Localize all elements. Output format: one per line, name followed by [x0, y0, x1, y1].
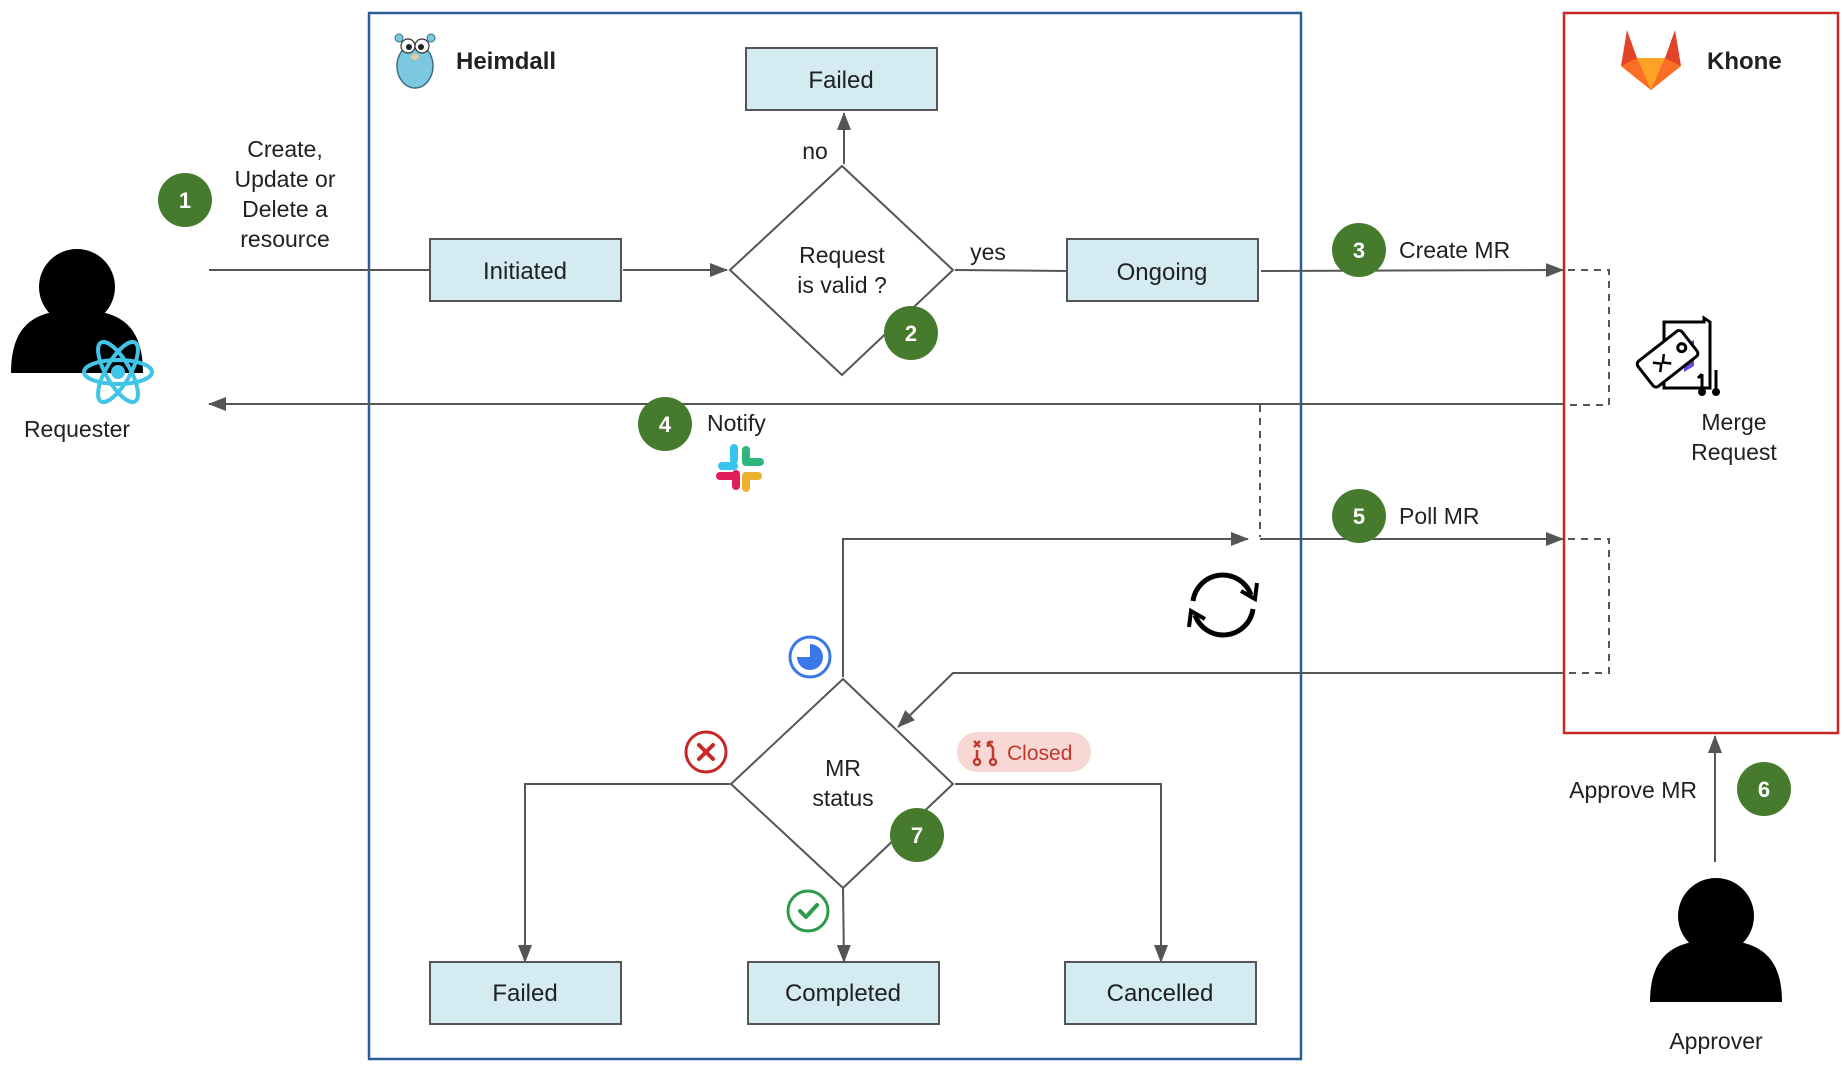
- person-react-icon: [11, 249, 154, 405]
- approve-mr-label: Approve MR: [1569, 777, 1697, 803]
- x-circle-icon: [684, 730, 728, 774]
- step-6-badge: 6: [1737, 762, 1791, 816]
- status-to-cancelled-arrow: [955, 783, 1168, 963]
- heimdall-title: Heimdall: [456, 48, 556, 75]
- create-mr-arrow: [1260, 263, 1564, 278]
- initiated-label: Initiated: [483, 258, 567, 285]
- step-1-label-line-2: Update or: [234, 166, 335, 192]
- yes-label: yes: [970, 239, 1006, 265]
- status-to-completed-arrow: [836, 887, 851, 963]
- approver-label: Approver: [1669, 1028, 1763, 1054]
- cancelled-box: Cancelled: [1064, 961, 1257, 1025]
- mr-status-line-1: MR: [825, 755, 861, 781]
- step-4-badge: 4: [638, 397, 692, 451]
- gitlab-icon: [1621, 30, 1681, 90]
- poll-mr-label: Poll MR: [1399, 503, 1480, 529]
- create-mr-label: Create MR: [1399, 237, 1510, 263]
- completed-label: Completed: [785, 980, 901, 1007]
- cancelled-label: Cancelled: [1107, 980, 1214, 1007]
- decision-to-ongoing-line: [954, 269, 1069, 272]
- merge-request-line-1: Merge: [1701, 409, 1766, 435]
- step-5-badge: 5: [1332, 489, 1386, 543]
- step-3-badge: 3: [1332, 223, 1386, 277]
- no-label: no: [802, 138, 828, 164]
- decision-valid-line-2: is valid ?: [797, 272, 886, 298]
- failed-top-label: Failed: [808, 67, 873, 94]
- step-1-label-line-3: Delete a: [242, 196, 328, 222]
- person-icon: [1650, 878, 1782, 1002]
- initiated-box: Initiated: [429, 238, 622, 302]
- heimdall-container: [367, 11, 1303, 1061]
- closed-status-badge: Closed: [957, 732, 1091, 772]
- refresh-cycle-icon: [1187, 572, 1259, 638]
- mr-dashed-connector-bottom: [1568, 538, 1610, 674]
- closed-label: Closed: [1007, 742, 1072, 765]
- failed-bottom-box: Failed: [429, 961, 622, 1025]
- svg-text:4: 4: [659, 412, 672, 437]
- failed-top-box: Failed: [745, 47, 938, 111]
- gopher-icon: [394, 33, 436, 89]
- step-1-label-line-1: Create,: [247, 136, 322, 162]
- merge-closed-icon: [972, 740, 998, 767]
- mr-status-line-2: status: [812, 785, 873, 811]
- khone-title: Khone: [1707, 48, 1782, 75]
- ongoing-label: Ongoing: [1117, 259, 1208, 286]
- step-2-badge: 2: [884, 306, 938, 360]
- status-to-poll-arrow: [842, 532, 1249, 677]
- svg-text:5: 5: [1353, 504, 1365, 529]
- svg-text:6: 6: [1758, 777, 1770, 802]
- step-1-label-line-4: resource: [240, 226, 329, 252]
- requester-label: Requester: [24, 416, 130, 442]
- step-1-badge: 1: [158, 173, 212, 227]
- ongoing-box: Ongoing: [1066, 238, 1259, 302]
- decision-valid-line-1: Request: [799, 242, 885, 268]
- svg-text:2: 2: [905, 321, 917, 346]
- svg-text:7: 7: [911, 823, 923, 848]
- svg-text:3: 3: [1353, 238, 1365, 263]
- terraform-merge-request-icon: [1635, 315, 1720, 396]
- notify-label: Notify: [707, 410, 766, 436]
- failed-bottom-label: Failed: [492, 980, 557, 1007]
- clock-icon: [788, 635, 832, 679]
- khone-container: [1562, 11, 1840, 735]
- mr-status-return-arrow: [897, 672, 1563, 728]
- status-to-failed-arrow: [518, 783, 730, 963]
- mr-dashed-connector-top: [1568, 269, 1610, 406]
- svg-text:1: 1: [179, 188, 191, 213]
- request-valid-decision: Request is valid ?: [728, 164, 955, 377]
- slack-icon: [716, 444, 764, 492]
- check-circle-icon: [786, 889, 830, 933]
- merge-request-line-2: Request: [1691, 439, 1777, 465]
- step-7-badge: 7: [890, 808, 944, 862]
- completed-box: Completed: [747, 961, 940, 1025]
